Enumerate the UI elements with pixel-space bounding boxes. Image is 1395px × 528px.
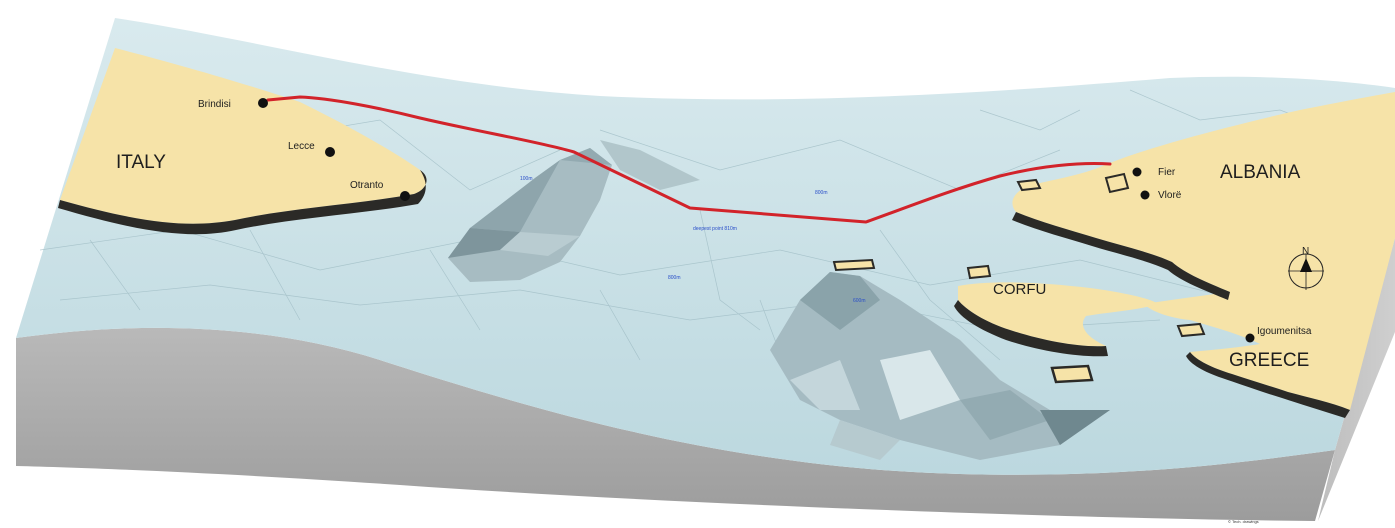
small-island bbox=[1016, 178, 1042, 192]
city-label-otranto: Otranto bbox=[350, 180, 384, 191]
north-arrow-icon bbox=[1300, 258, 1312, 272]
country-label-greece: GREECE bbox=[1229, 350, 1309, 371]
depth-label: 800m bbox=[815, 190, 828, 196]
small-island bbox=[1104, 172, 1130, 194]
underwater-ridge-east bbox=[770, 272, 1110, 460]
city-marker-vlore bbox=[1140, 190, 1150, 200]
italy-landmass bbox=[60, 48, 427, 224]
city-label-fier: Fier bbox=[1158, 167, 1176, 178]
small-island bbox=[1176, 322, 1206, 338]
depth-label: 600m bbox=[853, 298, 866, 304]
city-marker-igoumenitsa bbox=[1245, 333, 1255, 343]
greece-coast-shadow bbox=[1186, 352, 1350, 418]
small-island bbox=[832, 258, 876, 272]
compass-north-label: N bbox=[1302, 246, 1309, 257]
compass-rose: N bbox=[1288, 246, 1324, 290]
small-island bbox=[966, 264, 992, 280]
city-marker-fier bbox=[1132, 167, 1142, 177]
block-front-face bbox=[16, 327, 1335, 521]
city-marker-lecce bbox=[325, 147, 335, 157]
sea-surface bbox=[16, 18, 1395, 475]
albania-coast-shadow bbox=[1012, 212, 1230, 300]
city-marker-otranto bbox=[400, 191, 410, 201]
corfu-coast-shadow bbox=[954, 300, 1108, 357]
city-label-igoumenitsa: Igoumenitsa bbox=[1257, 326, 1312, 337]
depth-label: 800m bbox=[668, 275, 681, 281]
island-label-corfu: CORFU bbox=[993, 281, 1046, 298]
albania-greece-landmass bbox=[1012, 92, 1395, 410]
depth-label: 100m bbox=[520, 176, 533, 182]
city-label-brindisi: Brindisi bbox=[198, 99, 231, 110]
city-label-vlore: Vlorë bbox=[1158, 190, 1182, 201]
depth-label: deepest point 810m bbox=[693, 226, 737, 232]
city-marker-brindisi bbox=[258, 98, 268, 108]
credit-label: © Tech. drawings bbox=[1228, 519, 1259, 524]
italy-coast-shadow bbox=[58, 170, 427, 235]
country-label-albania: ALBANIA bbox=[1220, 162, 1301, 183]
country-label-italy: ITALY bbox=[116, 152, 166, 173]
corfu-island bbox=[958, 282, 1158, 347]
small-island bbox=[1050, 364, 1094, 384]
pipeline-route bbox=[266, 95, 1112, 224]
city-label-lecce: Lecce bbox=[288, 141, 315, 152]
